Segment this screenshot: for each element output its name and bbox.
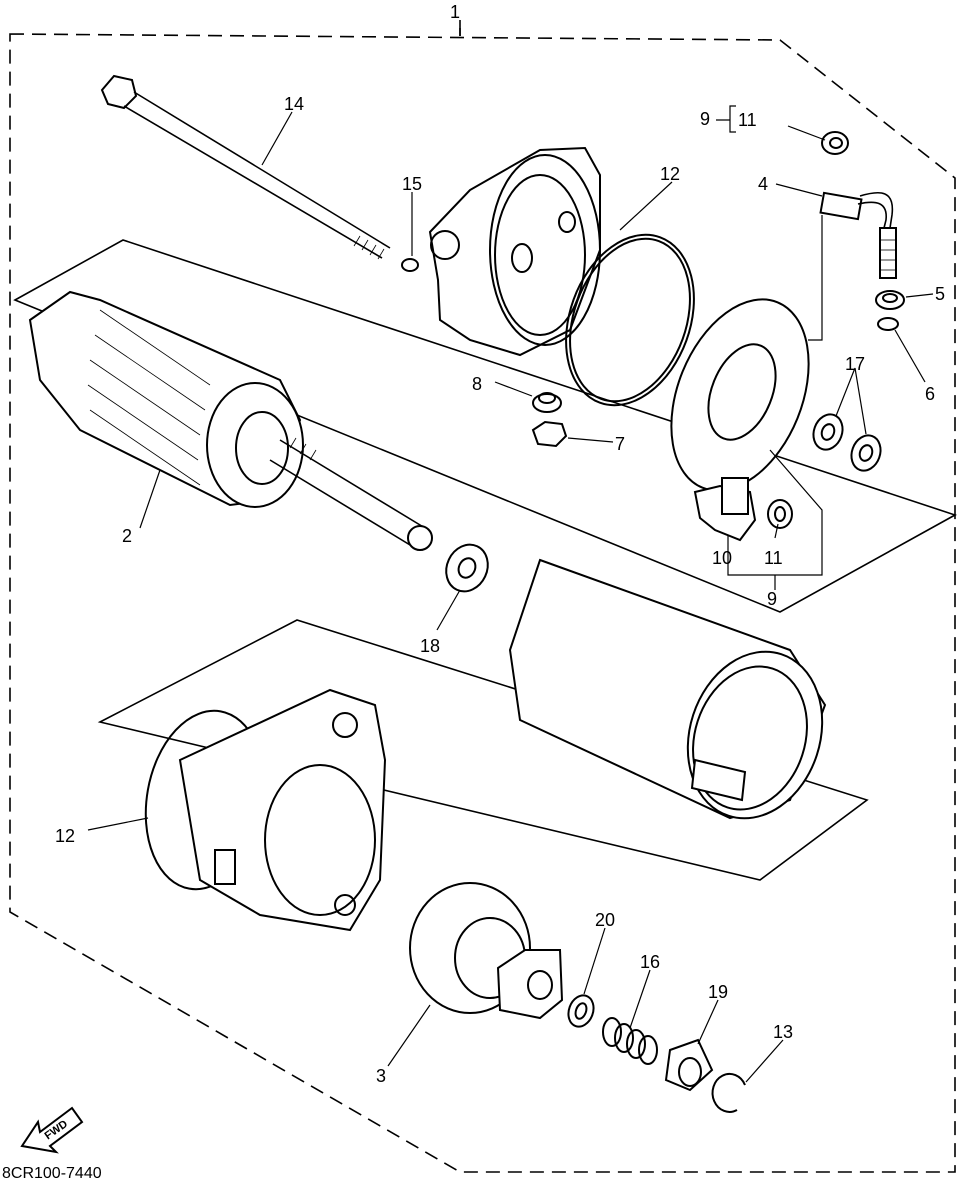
- fwd-arrow-icon: [20, 1106, 84, 1154]
- callout-5: 5: [935, 284, 945, 304]
- callout-20: 20: [595, 910, 615, 930]
- callout-9-lower: 9: [767, 589, 777, 609]
- armature: [28, 290, 433, 551]
- o-ring-small: [401, 258, 419, 272]
- through-bolt: [100, 74, 391, 260]
- brush-terminal: [819, 191, 897, 279]
- stopper-collar: [664, 1038, 714, 1092]
- front-housing: [178, 688, 387, 932]
- callout-15: 15: [402, 174, 422, 194]
- callout-4: 4: [758, 174, 768, 194]
- grommet: [875, 290, 905, 310]
- brush-plate: [670, 298, 810, 492]
- washers-17: [812, 413, 882, 472]
- callout-3: 3: [376, 1066, 386, 1086]
- group-outline-lower: [97, 619, 869, 881]
- callout-18: 18: [420, 636, 440, 656]
- drawing-code: 8CR100-7440: [2, 1165, 102, 1182]
- callout-2: 2: [122, 526, 132, 546]
- callout-10: 10: [712, 548, 732, 568]
- circlip: [711, 1072, 746, 1113]
- hex-nut: [531, 420, 568, 448]
- pinion-gear: [409, 882, 564, 1020]
- callout-12-upper: 12: [660, 164, 680, 184]
- spring-nut-upper: [821, 131, 849, 155]
- callout-9-upper: 9: [700, 109, 710, 129]
- collar: [532, 392, 562, 413]
- brush-holder: [693, 477, 757, 542]
- callout-13: 13: [773, 1022, 793, 1042]
- o-ring-6: [877, 317, 899, 331]
- callout-14: 14: [284, 94, 304, 114]
- yoke-housing: [508, 558, 827, 820]
- brush-spring: [767, 499, 793, 529]
- callout-7: 7: [615, 434, 625, 454]
- callout-11-lower: 11: [764, 548, 783, 568]
- callout-17: 17: [845, 354, 865, 374]
- callout-11-upper: 11: [738, 110, 757, 130]
- rear-cover: [428, 146, 601, 357]
- callout-19: 19: [708, 982, 728, 1002]
- thrust-washer: [445, 543, 489, 593]
- leader-lines: [87, 105, 934, 1083]
- coil-spring: [602, 1017, 658, 1065]
- callout-8: 8: [472, 374, 482, 394]
- callout-12-lower: 12: [55, 826, 75, 846]
- large-o-ring-upper: [565, 233, 695, 407]
- group-outline-upper: [13, 239, 957, 613]
- callout-6: 6: [925, 384, 935, 404]
- washer-20: [567, 994, 595, 1028]
- callout-1: 1: [450, 2, 460, 22]
- callout-labels: 1 2 3 4 5 6 7 8 9 9 10 11 11 12 12 13 14…: [55, 2, 945, 1086]
- callout-16: 16: [640, 952, 660, 972]
